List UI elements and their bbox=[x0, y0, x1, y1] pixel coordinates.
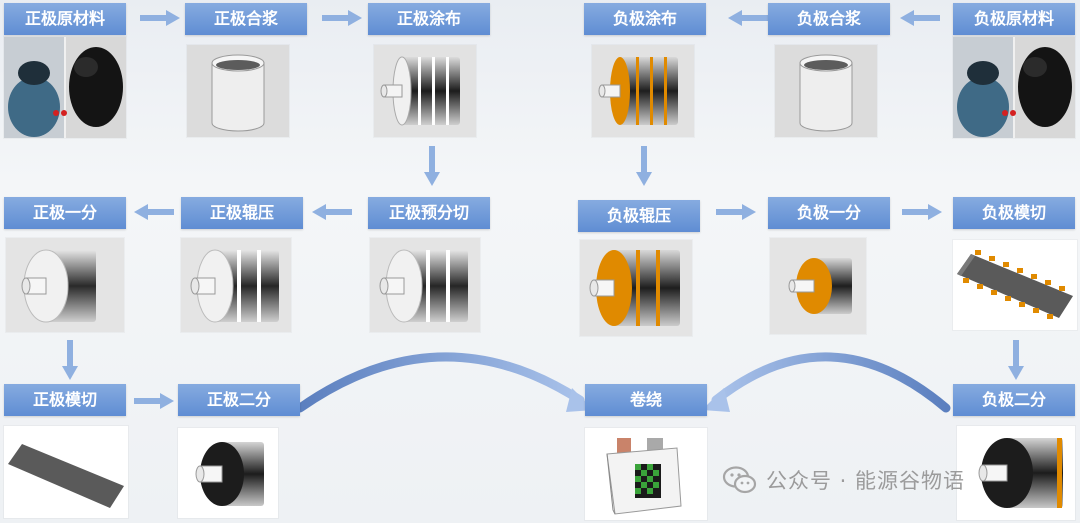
arrow-pos-split-down bbox=[62, 340, 78, 380]
arrow-neg-rolling-to-split bbox=[716, 204, 756, 220]
arrow-neg-diecut-down bbox=[1008, 340, 1024, 380]
wechat-icon bbox=[722, 466, 757, 494]
neg-mixing-tank-image bbox=[775, 45, 877, 137]
pos-die-cut-sheet-image bbox=[4, 426, 128, 518]
neg-split-one-roll-image bbox=[770, 238, 866, 334]
label-winding: 卷绕 bbox=[585, 384, 707, 416]
label-pos-mixing: 正极合浆 bbox=[185, 3, 307, 35]
label-pos-material: 正极原材料 bbox=[4, 3, 126, 35]
label-pos-rolling: 正极辊压 bbox=[181, 197, 303, 229]
neg-die-cut-sheet-image bbox=[953, 240, 1077, 330]
arc-pos-to-winding bbox=[295, 352, 594, 413]
winding-cell-image bbox=[585, 428, 707, 520]
label-neg-die-cut: 负极模切 bbox=[953, 197, 1075, 229]
arrow-rolling-to-split bbox=[134, 204, 174, 220]
pos-split-one-roll-image bbox=[6, 238, 124, 332]
pos-split-two-roll-image bbox=[178, 428, 278, 518]
label-neg-rolling: 负极辊压 bbox=[578, 200, 700, 232]
arrow-pos-coating-down bbox=[424, 146, 440, 186]
pos-material-photo bbox=[4, 37, 126, 138]
label-neg-coating: 负极涂布 bbox=[584, 3, 706, 35]
neg-rolling-roll-image bbox=[580, 240, 692, 336]
label-pos-coating: 正极涂布 bbox=[368, 3, 490, 35]
label-pos-die-cut: 正极模切 bbox=[4, 384, 126, 416]
arc-neg-to-winding bbox=[702, 352, 951, 413]
arrow-neg-material-to-mixing bbox=[900, 10, 940, 26]
label-pos-pre-slitting: 正极预分切 bbox=[368, 197, 490, 229]
pos-rolling-roll-image bbox=[181, 238, 291, 332]
label-neg-split-two: 负极二分 bbox=[953, 384, 1075, 416]
arrow-preslit-to-rolling bbox=[312, 204, 352, 220]
label-pos-split-one: 正极一分 bbox=[4, 197, 126, 229]
pos-coating-roll-image bbox=[374, 45, 476, 137]
arrow-mixing-to-coating bbox=[322, 10, 362, 26]
arrow-material-to-mixing bbox=[140, 10, 180, 26]
pos-pre-slitting-roll-image bbox=[370, 238, 480, 332]
label-neg-material: 负极原材料 bbox=[953, 3, 1075, 35]
neg-coating-roll-image bbox=[592, 45, 694, 137]
watermark: 公众号 · 能源谷物语 bbox=[722, 462, 965, 498]
neg-split-two-roll-image bbox=[957, 426, 1075, 520]
arrow-neg-split-to-diecut bbox=[902, 204, 942, 220]
arrow-neg-coating-down bbox=[636, 146, 652, 186]
arrow-neg-mixing-to-coating bbox=[728, 10, 768, 26]
watermark-text: 公众号 · 能源谷物语 bbox=[766, 469, 966, 493]
neg-material-photo bbox=[953, 37, 1075, 138]
label-neg-mixing: 负极合浆 bbox=[768, 3, 890, 35]
pos-mixing-tank-image bbox=[187, 45, 289, 137]
label-neg-split-one: 负极一分 bbox=[768, 197, 890, 229]
label-pos-split-two: 正极二分 bbox=[178, 384, 300, 416]
arrow-pos-diecut-to-split2 bbox=[134, 393, 174, 409]
